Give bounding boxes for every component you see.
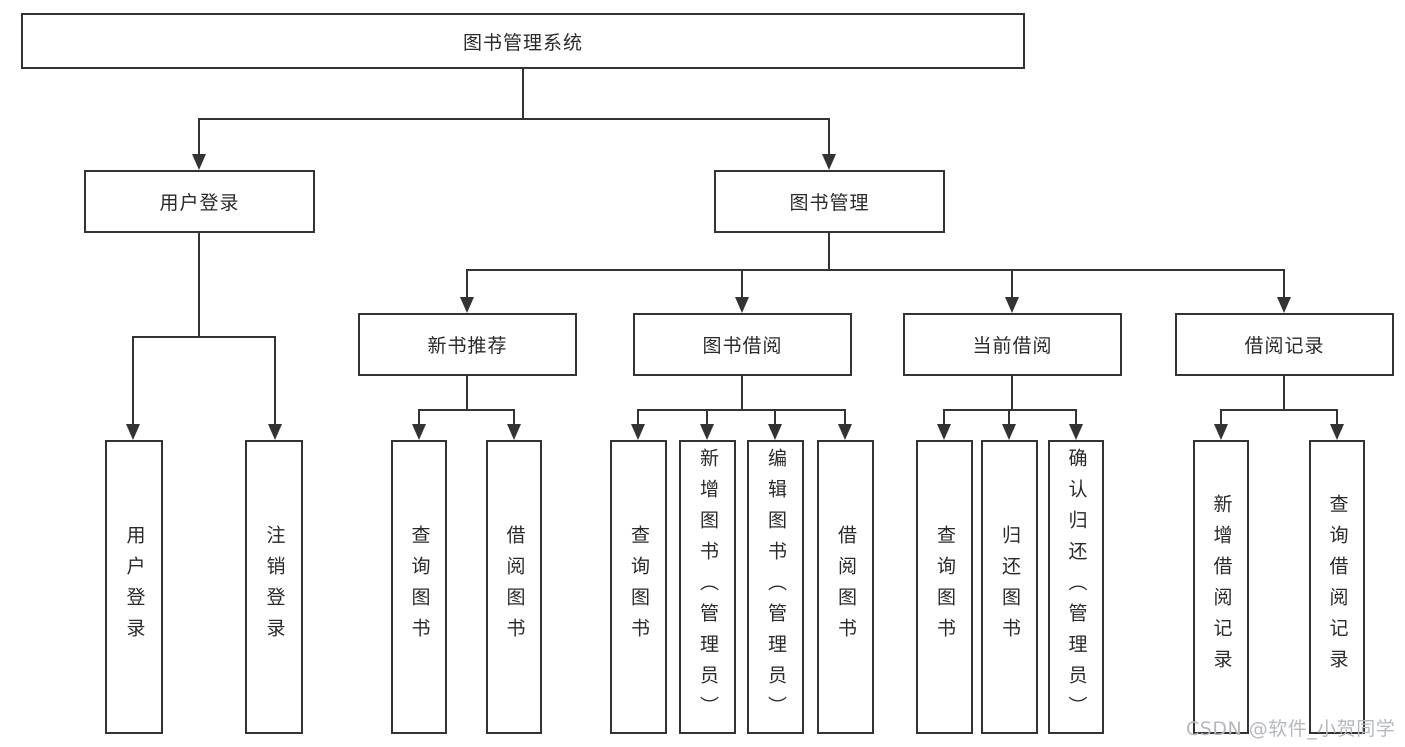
- connector-drop-leaf: [274, 336, 276, 426]
- arrowhead-down: [822, 154, 836, 170]
- arrowhead-down: [126, 424, 140, 440]
- node-book-borrow: 图书借阅: [633, 313, 852, 376]
- connector-drop-leaf: [774, 409, 776, 426]
- node-borrow-records: 借阅记录: [1175, 313, 1394, 376]
- arrowhead-down: [412, 424, 426, 440]
- arrowhead-down: [631, 424, 645, 440]
- leaf-query-books-current-label: 查询图书: [934, 525, 956, 649]
- arrowhead-down: [1330, 424, 1344, 440]
- leaf-borrow-books: 借阅图书: [817, 440, 874, 734]
- leaf-edit-book-admin-label: 编辑图书（管理员）: [765, 447, 787, 727]
- leaf-logout: 注销登录: [245, 440, 303, 734]
- arrowhead-down: [768, 424, 782, 440]
- leaf-add-book-admin: 新增图书（管理员）: [679, 440, 736, 734]
- connector-section-stem: [741, 374, 743, 411]
- arrowhead-down: [838, 424, 852, 440]
- connector-root-stem: [522, 68, 524, 119]
- connector-drop-leaf: [943, 409, 945, 426]
- node-new-book-recommend-label: 新书推荐: [427, 335, 508, 357]
- leaf-query-books-recommend: 查询图书: [391, 440, 447, 734]
- connector-drop-leaf: [132, 336, 134, 426]
- connector-drop-section: [1011, 269, 1013, 299]
- connector-drop-section: [466, 269, 468, 299]
- arrowhead-down: [507, 424, 521, 440]
- node-current-borrow: 当前借阅: [903, 313, 1122, 376]
- connector-user-login-branch: [132, 336, 276, 338]
- leaf-query-borrow-record: 查询借阅记录: [1309, 440, 1365, 734]
- connector-drop-leaf: [1008, 409, 1010, 426]
- watermark: CSDN @软件_小贺同学: [1186, 718, 1396, 740]
- arrowhead-down: [1214, 424, 1228, 440]
- node-book-management-label: 图书管理: [789, 192, 870, 214]
- leaf-add-borrow-record-label: 新增借阅记录: [1210, 494, 1233, 680]
- leaf-query-books-borrow: 查询图书: [610, 440, 667, 734]
- node-book-management: 图书管理: [714, 170, 945, 233]
- connector-level3-branch: [466, 269, 1285, 271]
- connector-drop-book-management: [828, 118, 830, 158]
- node-user-login-label: 用户登录: [159, 192, 240, 214]
- connector-drop-leaf: [1336, 409, 1338, 426]
- connector-section-branch: [637, 409, 846, 411]
- leaf-borrow-books-recommend: 借阅图书: [486, 440, 542, 734]
- node-new-book-recommend: 新书推荐: [358, 313, 577, 376]
- connector-book-management-stem: [828, 232, 830, 271]
- leaf-query-borrow-record-label: 查询借阅记录: [1326, 494, 1349, 680]
- connector-section-branch: [943, 409, 1077, 411]
- connector-drop-section: [1283, 269, 1285, 299]
- connector-section-branch: [418, 409, 515, 411]
- leaf-return-book-label: 归还图书: [999, 525, 1021, 649]
- leaf-user-login-label: 用户登录: [123, 525, 146, 649]
- leaf-add-book-admin-label: 新增图书（管理员）: [697, 447, 719, 727]
- connector-drop-user-login: [198, 118, 200, 158]
- leaf-confirm-return-admin-label: 确认归还（管理员）: [1065, 447, 1088, 727]
- leaf-borrow-books-recommend-label: 借阅图书: [503, 525, 526, 649]
- connector-level2-branch: [198, 118, 830, 120]
- connector-section-stem: [466, 374, 468, 411]
- arrowhead-down: [1069, 424, 1083, 440]
- arrowhead-down: [1277, 297, 1291, 313]
- connector-drop-leaf: [637, 409, 639, 426]
- connector-section-branch: [1220, 409, 1338, 411]
- connector-drop-leaf: [1075, 409, 1077, 426]
- connector-drop-leaf: [706, 409, 708, 426]
- connector-drop-leaf: [513, 409, 515, 426]
- connector-drop-leaf: [418, 409, 420, 426]
- arrowhead-down: [192, 154, 206, 170]
- connector-section-stem: [1011, 374, 1013, 411]
- arrowhead-down: [1002, 424, 1016, 440]
- leaf-add-borrow-record: 新增借阅记录: [1193, 440, 1249, 734]
- leaf-borrow-books-label: 借阅图书: [835, 525, 857, 649]
- node-root: 图书管理系统: [21, 13, 1025, 69]
- arrowhead-down: [460, 297, 474, 313]
- node-current-borrow-label: 当前借阅: [972, 335, 1053, 357]
- node-borrow-records-label: 借阅记录: [1244, 335, 1325, 357]
- leaf-query-books-current: 查询图书: [916, 440, 973, 734]
- connector-user-login-stem: [198, 232, 200, 338]
- arrowhead-down: [700, 424, 714, 440]
- connector-drop-leaf: [1220, 409, 1222, 426]
- connector-drop-leaf: [844, 409, 846, 426]
- leaf-user-login: 用户登录: [105, 440, 163, 734]
- connector-section-stem: [1283, 374, 1285, 411]
- leaf-return-book: 归还图书: [981, 440, 1038, 734]
- connector-drop-section: [741, 269, 743, 299]
- node-user-login: 用户登录: [84, 170, 315, 233]
- arrowhead-down: [735, 297, 749, 313]
- node-book-borrow-label: 图书借阅: [702, 335, 783, 357]
- leaf-logout-label: 注销登录: [263, 525, 286, 649]
- arrowhead-down: [937, 424, 951, 440]
- leaf-edit-book-admin: 编辑图书（管理员）: [747, 440, 804, 734]
- arrowhead-down: [1005, 297, 1019, 313]
- node-root-label: 图书管理系统: [462, 31, 583, 54]
- leaf-query-books-recommend-label: 查询图书: [408, 525, 431, 649]
- leaf-query-books-borrow-label: 查询图书: [628, 525, 650, 649]
- arrowhead-down: [268, 424, 282, 440]
- leaf-confirm-return-admin: 确认归还（管理员）: [1048, 440, 1104, 734]
